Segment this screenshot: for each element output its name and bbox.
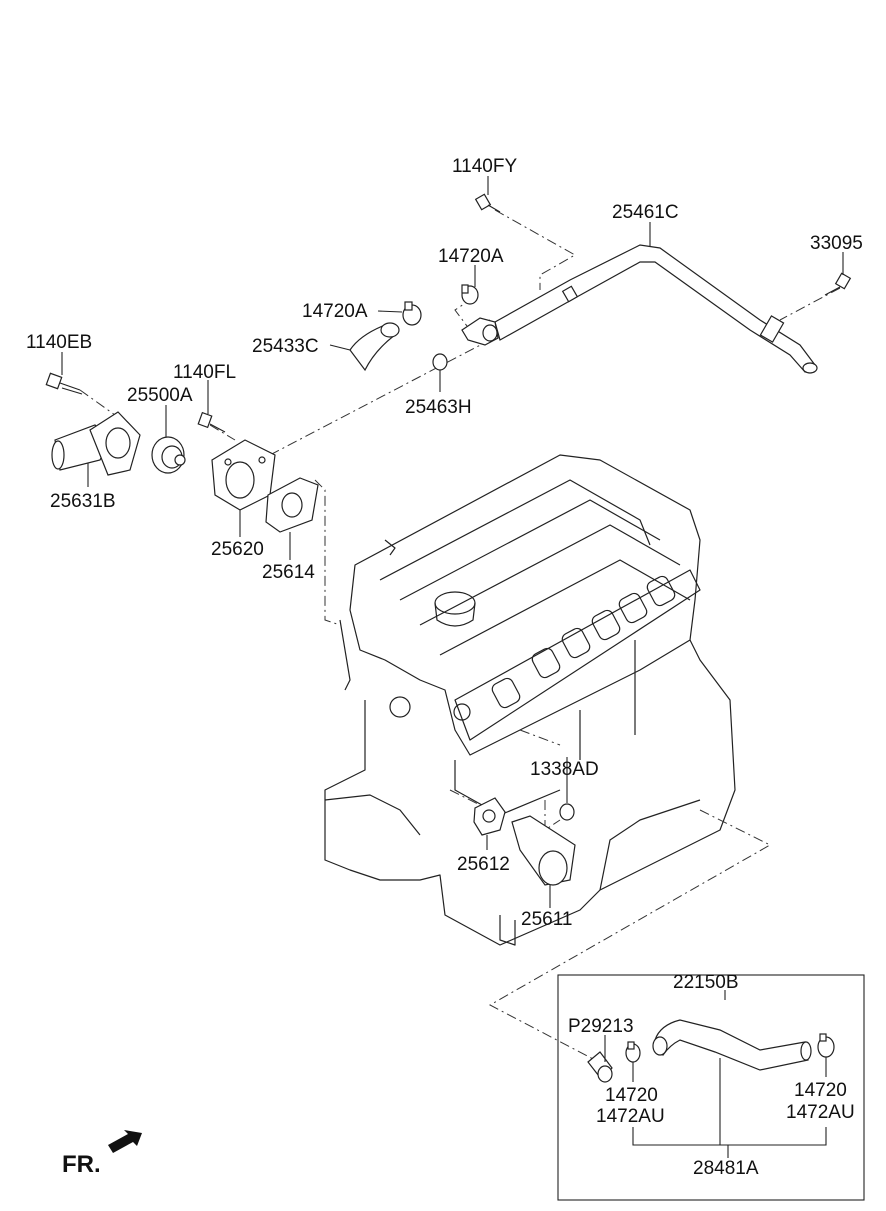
housing-25631b — [51, 411, 141, 476]
engine-assembly — [324, 454, 736, 946]
label-28481a: 28481A — [693, 1158, 759, 1179]
bolt-1140fl — [197, 411, 226, 433]
label-1140fy: 1140FY — [452, 156, 517, 177]
label-25463h: 25463H — [405, 397, 472, 418]
hose-25433c — [349, 322, 400, 372]
inset-22150b — [557, 974, 865, 1201]
hose-connector — [461, 317, 499, 346]
label-25611: 25611 — [521, 909, 572, 930]
part-labels: 1140FY 25461C 33095 14720A 14720A 25433C… — [26, 156, 863, 1179]
label-25620: 25620 — [211, 539, 264, 560]
bolt-1140fy — [474, 193, 501, 213]
pipe-25461c — [494, 244, 818, 374]
fitting-25620 — [211, 439, 276, 511]
label-25631b: 25631B — [50, 491, 116, 512]
front-arrow-icon — [108, 1130, 142, 1153]
leader-lines — [61, 176, 844, 1158]
label-25461c: 25461C — [612, 202, 679, 223]
label-1140eb: 1140EB — [26, 332, 92, 353]
label-25614: 25614 — [262, 562, 315, 583]
bolt-1140eb — [45, 372, 83, 395]
bolt-33095 — [824, 272, 852, 296]
gasket-25612 — [473, 797, 506, 836]
label-14720a-top: 14720A — [438, 246, 504, 267]
gasket-25614 — [265, 477, 319, 533]
label-1472au-right: 1472AU — [786, 1102, 855, 1123]
thermostat-25500a — [151, 436, 186, 474]
label-22150b: 22150B — [673, 972, 739, 993]
label-1338ad: 1338AD — [530, 759, 599, 780]
outlet-25611 — [511, 815, 576, 886]
label-1472au-left: 1472AU — [596, 1106, 665, 1127]
label-14720-left: 14720 — [605, 1085, 658, 1106]
label-p29213: P29213 — [568, 1016, 634, 1037]
label-14720-right: 14720 — [794, 1080, 847, 1101]
front-direction-label: FR. — [62, 1151, 101, 1178]
label-14720a-left: 14720A — [302, 301, 368, 322]
label-33095: 33095 — [810, 233, 863, 254]
label-25500a: 25500A — [127, 385, 193, 406]
label-25433c: 25433C — [252, 336, 319, 357]
label-25612: 25612 — [457, 854, 510, 875]
nut-1338ad — [559, 803, 575, 821]
oring-25463h — [432, 353, 448, 371]
label-1140fl: 1140FL — [173, 362, 236, 383]
clamp-14720a-left — [402, 301, 422, 326]
clamp-14720a-top — [461, 284, 479, 305]
dashed-guide-lines — [79, 209, 841, 1061]
